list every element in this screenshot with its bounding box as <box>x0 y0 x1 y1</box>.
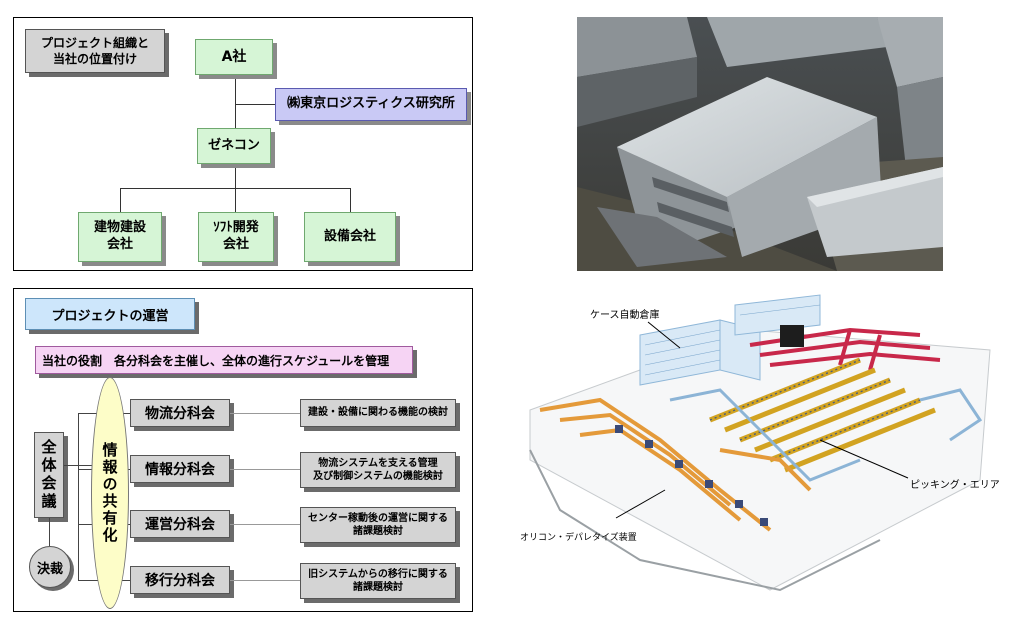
link-detail-4 <box>230 580 300 581</box>
detail-information: 物流システムを支える管理 及び制御システムの機能検討 <box>300 452 456 488</box>
building-construction-box: 建物建設 会社 <box>78 212 162 262</box>
tokyo-logistics-box: ㈱東京ロジスティクス研究所 <box>275 88 467 121</box>
connector-zenecon-down <box>235 164 236 188</box>
committee-migration: 移行分科会 <box>130 566 230 594</box>
oricon-device-label: オリコン・デパレタイズ装置 <box>520 533 637 543</box>
committee-operations: 運営分科会 <box>130 510 230 538</box>
warehouse-diagram: ケース自動倉庫 ピッキング・エリア オリコン・デパレタイズ装置 <box>520 290 1000 620</box>
org-chart-panel: プロジェクト組織と 当社の位置付け A社 ㈱東京ロジスティクス研究所 ゼネコン … <box>13 17 473 271</box>
picking-area-label: ピッキング・エリア <box>910 480 1000 491</box>
info-sharing-label: 情報の共有化 <box>100 442 119 544</box>
connector-to-tokyo <box>235 104 275 105</box>
plenary-to-decision <box>49 518 50 546</box>
detail-logistics: 建設・設備に関わる機能の検討 <box>300 399 456 427</box>
company-role-box: 当社の役割 各分科会を主催し、全体の進行スケジュールを管理 <box>35 346 413 374</box>
a-company-box: A社 <box>195 39 273 75</box>
committee-information: 情報分科会 <box>130 455 230 483</box>
committee-logistics: 物流分科会 <box>130 399 230 427</box>
operations-panel: プロジェクトの運営 当社の役割 各分科会を主催し、全体の進行スケジュールを管理 … <box>13 288 473 612</box>
decision-circle: 決裁 <box>29 546 71 588</box>
detail-operations: センター稼動後の運営に関する 諸課題検討 <box>300 507 456 543</box>
link-detail-2 <box>230 469 300 470</box>
case-warehouse-label: ケース自動倉庫 <box>590 310 660 321</box>
trunk-vertical <box>78 413 79 581</box>
plenary-to-trunk <box>64 465 112 466</box>
link-detail-3 <box>230 524 300 525</box>
detail-migration: 旧システムからの移行に関する 諸課題検討 <box>300 563 456 599</box>
software-dev-box: ｿﾌﾄ開発 会社 <box>198 212 274 262</box>
info-sharing-oval: 情報の共有化 <box>91 377 129 609</box>
connector-building <box>120 188 121 212</box>
building-aerial-photo <box>577 17 943 271</box>
equipment-company-box: 設備会社 <box>304 212 396 262</box>
connector-a-down <box>235 75 236 137</box>
org-position-label: プロジェクト組織と 当社の位置付け <box>25 29 165 73</box>
operations-title: プロジェクトの運営 <box>25 298 195 330</box>
general-contractor-box: ゼネコン <box>197 128 271 164</box>
connector-software <box>235 188 236 212</box>
plenary-meeting-box: 全体会議 <box>34 432 64 518</box>
link-detail-1 <box>230 413 300 414</box>
connector-equipment <box>350 188 351 212</box>
